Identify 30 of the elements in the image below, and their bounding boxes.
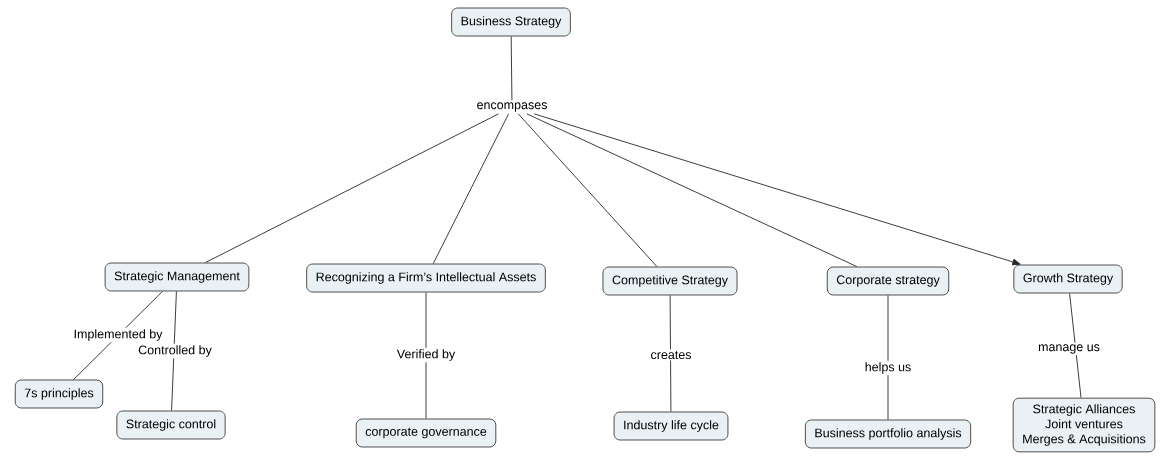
connector bbox=[425, 292, 427, 419]
concept-box: Business portfolio analysis bbox=[804, 419, 972, 449]
connector bbox=[669, 295, 672, 412]
concept-box: Strategic Management bbox=[104, 262, 250, 292]
concept-box: 7s principles bbox=[14, 379, 104, 409]
concept-box: corporate governance bbox=[355, 418, 497, 448]
edge-label: helps us bbox=[863, 360, 913, 376]
concept-box: Competitive Strategy bbox=[602, 266, 738, 296]
concept-box: Corporate strategy bbox=[826, 266, 950, 296]
connector bbox=[432, 113, 509, 264]
edge-label: Verified by bbox=[395, 347, 457, 363]
concept-box: Strategic control bbox=[116, 410, 226, 440]
linking-phrase: encompases bbox=[477, 102, 547, 112]
concept-box: Industry life cycle bbox=[613, 411, 729, 441]
connector bbox=[171, 291, 177, 411]
connector bbox=[205, 113, 499, 263]
connector bbox=[526, 113, 858, 267]
edge-label: Implemented by bbox=[72, 327, 164, 343]
connector bbox=[517, 113, 658, 267]
concept-box: Recognizing a Firm’s Intellectual Assets bbox=[306, 263, 546, 293]
concept-box: Strategic Alliances Joint ventures Merges & Acquisitions bbox=[1012, 397, 1156, 453]
connector bbox=[533, 113, 1021, 266]
connector bbox=[510, 36, 513, 101]
concept-box: Business Strategy bbox=[451, 7, 571, 37]
connector bbox=[887, 295, 889, 420]
edge-label: Controlled by bbox=[136, 343, 214, 359]
connector bbox=[1069, 293, 1082, 399]
concept-box: Growth Strategy bbox=[1013, 264, 1123, 294]
edge-label: manage us bbox=[1036, 342, 1102, 356]
edge-label: creates bbox=[649, 349, 693, 361]
